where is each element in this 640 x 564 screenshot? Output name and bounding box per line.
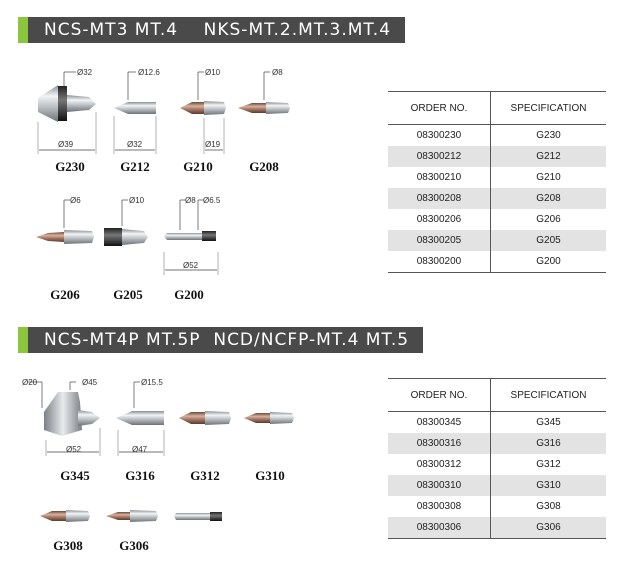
g200-image [163,199,219,275]
spec-cell: G212 [490,146,606,167]
section1-banner: NCS-MT3 MT.4 NKS-MT.2.MT.3.MT.4 [18,17,406,43]
g210-label: G210 [183,159,213,174]
g230-image [37,71,97,154]
order-no-cell: 08300230 [416,130,462,141]
banner-accent [18,17,28,43]
spec-cell: G205 [490,230,606,251]
g306-image [106,510,158,522]
g212-bottom-dim: Ø32 [127,140,143,149]
order-no-cell: 08300308 [416,501,462,512]
g205-label: G205 [113,287,143,302]
column-header: ORDER NO. [388,378,491,412]
g206-label: G206 [50,287,80,302]
order-no-cell: 08300312 [416,459,462,470]
g208-label: G208 [249,159,279,174]
g316-bottom-dim: Ø47 [132,445,148,454]
g208-image [238,71,290,114]
section1-title: NCS-MT3 MT.4 NKS-MT.2.MT.3.MT.4 [28,17,406,43]
g345-label: G345 [60,468,90,483]
spec-cell: G345 [490,411,606,433]
order-no-cell: 08300210 [416,172,462,183]
table-row: 08300312 G312 [388,454,606,475]
spec-cell: G230 [490,124,606,146]
g230-top-dim: Ø32 [77,68,93,77]
table-row: 08300210 G210 [388,167,606,188]
g310-label: G310 [255,468,285,483]
column-header: SPECIFICATION [490,378,606,412]
g316-top-dim: Ø15.5 [141,378,163,387]
spec-cell: G312 [490,454,606,475]
table-row: 08300345 G345 [388,411,606,433]
spec-cell: G210 [490,167,606,188]
g308-image [40,510,90,522]
order-no-cell: 08300316 [388,433,491,454]
g200-top-dim-b: Ø6.5 [203,196,221,205]
g200-bottom-dim: Ø52 [183,261,199,270]
spec-cell: G310 [490,475,606,496]
g230-bottom-dim: Ø39 [58,140,74,149]
order-no-cell: 08300205 [388,230,491,251]
section2-banner: NCS-MT4P MT.5P NCD/NCFP-MT.4 MT.5 [18,327,424,353]
table-header-row: ORDER NO. SPECIFICATION [388,91,606,125]
g345-left-dim: Ø20 [22,378,38,387]
spec-cell: G308 [490,496,606,517]
order-no-cell: 08300208 [388,188,491,209]
g210-image [180,71,226,154]
table-row: 08300206 G206 [388,209,606,230]
banner-accent [18,327,28,353]
order-table-2: ORDER NO. SPECIFICATION 08300345 G345 083… [388,378,606,539]
g312-label: G312 [190,468,220,483]
spec-cell: G316 [490,433,606,454]
g212-label: G212 [120,159,150,174]
table-header-row: ORDER NO. SPECIFICATION [388,378,606,412]
tool-pin-image [174,512,222,521]
section2-title: NCS-MT4P MT.5P NCD/NCFP-MT.4 MT.5 [28,327,424,353]
spec-cell: G208 [490,188,606,209]
order-no-cell: 08300310 [388,475,491,496]
g205-image [104,199,148,246]
g206-top-dim: Ø6 [70,196,81,205]
order-table-1: ORDER NO. SPECIFICATION 08300230 G230 083… [388,91,606,273]
g345-right-dim: Ø45 [82,378,98,387]
g212-top-dim: Ø12.6 [138,68,160,77]
order-no-cell: 08300306 [388,517,491,539]
order-no-cell: 08300206 [416,214,462,225]
g316-label: G316 [125,468,155,483]
spec-cell: G306 [490,517,606,539]
spec-cell: G206 [490,209,606,230]
g316-image [116,381,165,456]
g230-label: G230 [55,159,85,174]
g206-image [36,199,94,244]
g200-label: G200 [174,287,204,302]
table-row: 08300308 G308 [388,496,606,517]
g306-label: G306 [119,538,149,553]
g345-bottom-dim: Ø52 [66,445,82,454]
g200-top-dim-a: Ø8 [185,196,196,205]
order-no-cell: 08300200 [388,251,491,273]
g308-label: G308 [53,538,83,553]
column-header: ORDER NO. [388,91,491,125]
table-row: 08300230 G230 [388,124,606,146]
g310-image [244,412,294,424]
g210-top-dim: Ø10 [205,68,221,77]
g208-top-dim: Ø8 [272,68,283,77]
g312-image [179,411,231,425]
g345-image [28,381,101,456]
g212-image [113,71,157,154]
spec-cell: G200 [490,251,606,273]
column-header: SPECIFICATION [490,91,606,125]
g205-top-dim: Ø10 [129,196,145,205]
g210-bottom-dim: Ø19 [205,140,221,149]
order-no-cell: 08300212 [388,146,491,167]
order-no-cell: 08300345 [416,417,462,428]
